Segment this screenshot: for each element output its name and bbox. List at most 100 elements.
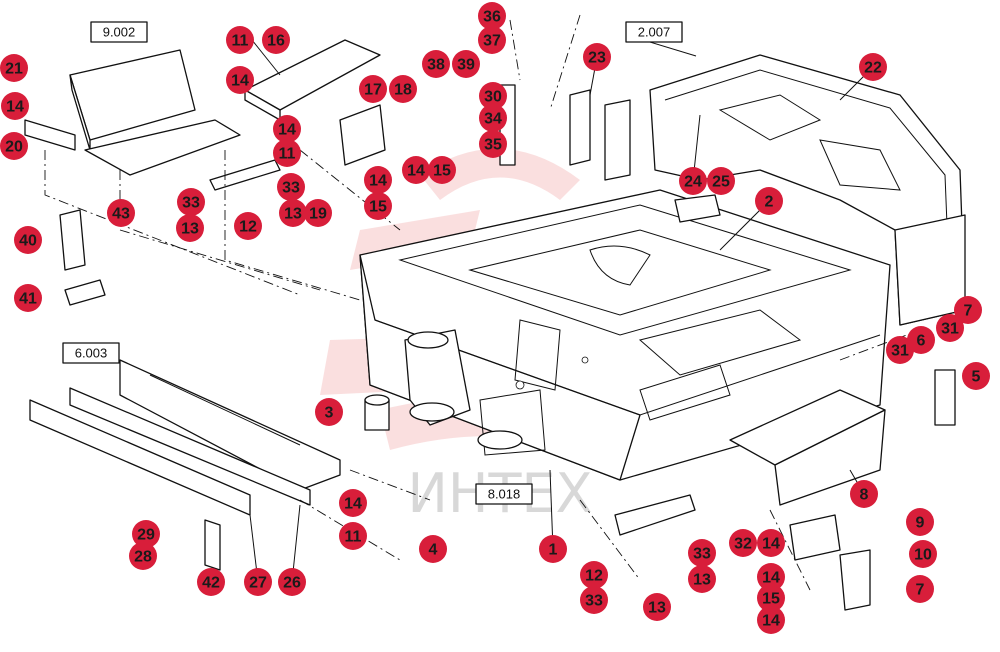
callout-circle (428, 156, 456, 184)
callout-number: 33 (585, 593, 603, 610)
callout-circle (643, 593, 671, 621)
callout-circle (339, 522, 367, 550)
callout-number: 41 (19, 291, 37, 308)
callout-25: 25 (707, 167, 735, 195)
callout-number: 20 (5, 139, 23, 156)
callout-number: 32 (734, 536, 752, 553)
callout-11: 11 (339, 522, 367, 550)
callout-3: 3 (315, 398, 343, 426)
callout-circle (452, 50, 480, 78)
callout-number: 40 (19, 233, 37, 250)
callout-19: 19 (304, 199, 332, 227)
callout-circle (273, 115, 301, 143)
callout-14: 14 (273, 115, 301, 143)
callout-number: 31 (891, 343, 909, 360)
callout-circle (107, 199, 135, 227)
callout-number: 14 (762, 536, 780, 553)
callout-circle (422, 50, 450, 78)
callout-26: 26 (278, 568, 306, 596)
callout-33: 33 (580, 586, 608, 614)
callout-number: 12 (585, 568, 603, 585)
callout-number: 36 (483, 9, 501, 26)
callout-circle (226, 66, 254, 94)
callout-number: 24 (684, 174, 702, 191)
callout-circle (757, 606, 785, 634)
callout-number: 6 (917, 333, 926, 350)
callout-circle (176, 214, 204, 242)
callout-14: 14 (1, 92, 29, 120)
callout-15: 15 (428, 156, 456, 184)
callout-number: 33 (282, 180, 300, 197)
callout-circle (580, 561, 608, 589)
callout-circle (262, 26, 290, 54)
callout-number: 15 (762, 591, 780, 608)
callout-13: 13 (279, 199, 307, 227)
callout-1: 1 (539, 535, 567, 563)
callout-circle (364, 192, 392, 220)
callout-number: 26 (283, 575, 301, 592)
callout-number: 7 (964, 303, 973, 320)
callout-circle (226, 26, 254, 54)
callout-14: 14 (339, 489, 367, 517)
callout-number: 14 (344, 496, 362, 513)
callout-number: 11 (279, 146, 296, 163)
callout-number: 12 (239, 219, 257, 236)
callout-number: 13 (284, 206, 302, 223)
callout-30: 30 (479, 82, 507, 110)
callout-circle (539, 535, 567, 563)
callout-number: 15 (433, 163, 451, 180)
callout-14: 14 (364, 166, 392, 194)
callout-6: 6 (907, 326, 935, 354)
callout-circle (339, 489, 367, 517)
rear-step-plate (729, 389, 886, 506)
callout-14: 14 (226, 66, 254, 94)
callout-24: 24 (679, 167, 707, 195)
ref-box (90, 21, 148, 43)
callout-circle (364, 166, 392, 194)
callout-number: 2 (765, 194, 774, 211)
front-step-plate (244, 39, 381, 121)
callout-number: 13 (181, 221, 199, 238)
callout-number: 37 (483, 33, 501, 50)
callout-circle (936, 314, 964, 342)
callout-4: 4 (419, 535, 447, 563)
callout-circle (132, 520, 160, 548)
callout-circle (279, 199, 307, 227)
callout-circle (359, 75, 387, 103)
battery (24, 49, 241, 176)
callout-number: 15 (369, 199, 387, 216)
callout-5: 5 (962, 362, 990, 390)
callout-circle (0, 54, 28, 82)
callout-32: 32 (729, 529, 757, 557)
callout-circle (419, 535, 447, 563)
callout-38: 38 (422, 50, 450, 78)
callout-17: 17 (359, 75, 387, 103)
callout-circle (479, 104, 507, 132)
callout-circle (755, 187, 783, 215)
callout-circle (886, 336, 914, 364)
callout-number: 43 (112, 206, 130, 223)
callout-circle (679, 167, 707, 195)
callout-number: 8 (860, 487, 869, 504)
callout-circle (583, 43, 611, 71)
callout-number: 31 (941, 321, 959, 338)
callout-number: 13 (648, 600, 666, 617)
callout-circle (278, 568, 306, 596)
callout-circle (906, 508, 934, 536)
callout-31: 31 (886, 336, 914, 364)
ref-label: 8.018 (488, 487, 521, 502)
callout-circle (859, 53, 887, 81)
callout-number: 29 (137, 527, 155, 544)
callout-42: 42 (197, 568, 225, 596)
callout-35: 35 (479, 130, 507, 158)
callout-circle (962, 362, 990, 390)
callout-number: 30 (484, 89, 502, 106)
ref-box (62, 342, 120, 364)
callout-circle (479, 82, 507, 110)
callout-12: 12 (234, 212, 262, 240)
callout-11: 11 (226, 26, 254, 54)
callout-13: 13 (643, 593, 671, 621)
callout-circle (304, 199, 332, 227)
callout-circle (244, 568, 272, 596)
callout-23: 23 (583, 43, 611, 71)
